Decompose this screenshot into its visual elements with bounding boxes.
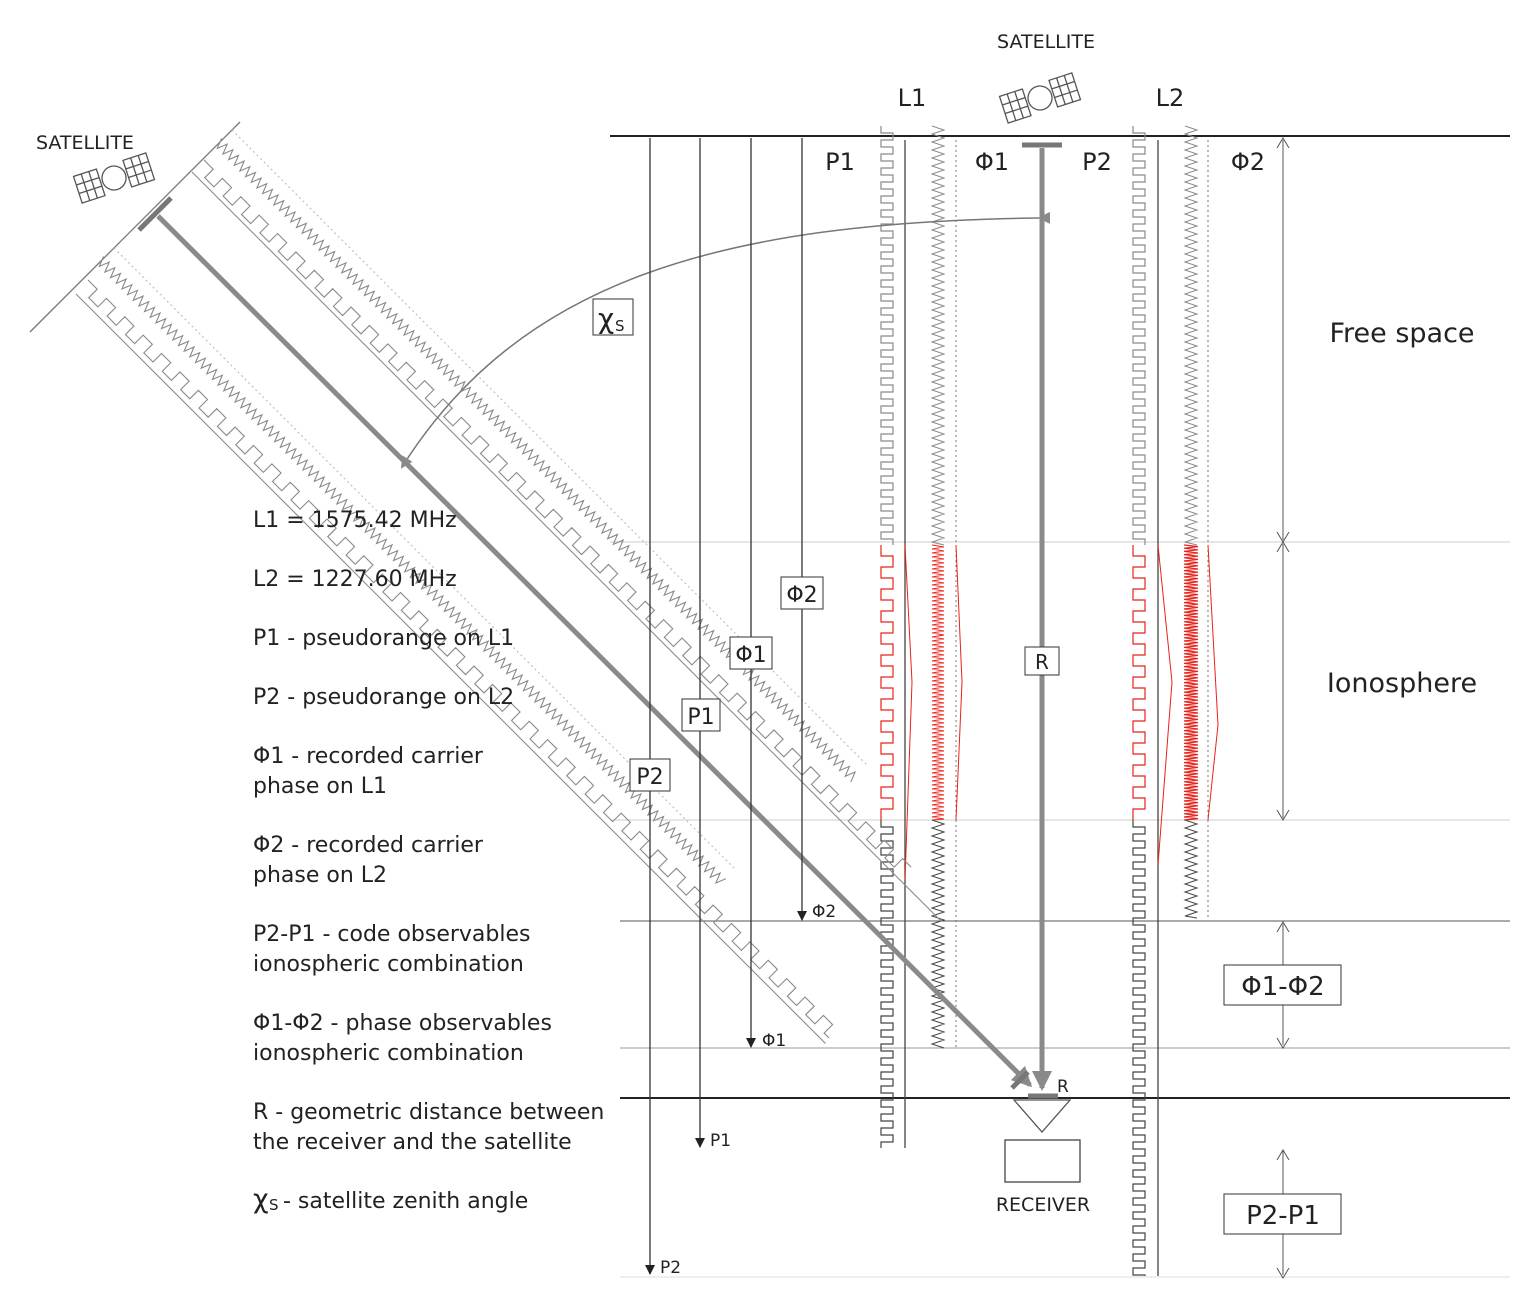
legend-p1: P1 - pseudorange on L1 [253, 626, 514, 651]
p2-box [629, 758, 671, 792]
phi1-column-label: Φ1 [975, 148, 1009, 176]
vertical-r-box-label: R [1035, 650, 1049, 674]
legend-p2: P2 - pseudorange on L2 [253, 685, 514, 710]
legend-phi2-line1: Φ2 - recorded carrier [253, 833, 484, 858]
receiver-box [1004, 1139, 1081, 1183]
p2-box-label: P2 [636, 765, 663, 790]
p2-endpoint-label: P2 [660, 1258, 681, 1278]
p1-box-label: P1 [687, 705, 714, 730]
legend-r-line2: the receiver and the satellite [253, 1130, 572, 1155]
top-satellite-label: SATELLITE [997, 31, 1095, 53]
left-satellite-label: SATELLITE [36, 132, 134, 154]
r-endpoint-label: R [1057, 1077, 1069, 1097]
legend-phi1-line2: phase on L1 [253, 774, 387, 799]
phi1-endpoint-label: Φ1 [762, 1031, 786, 1051]
phi2-endpoint-label: Φ2 [812, 902, 836, 922]
satellite-icon [998, 72, 1082, 124]
legend-code-line1: P2-P1 - code observables [253, 922, 530, 947]
p1-endpoint-label: P1 [710, 1131, 731, 1151]
phi2-box [780, 576, 824, 610]
chi-box [592, 298, 634, 336]
vertical-r-box [1024, 646, 1060, 676]
phi2-box-label: Φ2 [786, 583, 817, 608]
code-combo-box [1223, 1193, 1342, 1235]
legend-code-line2: ionospheric combination [253, 952, 524, 977]
phi2-column-label: Φ2 [1231, 148, 1265, 176]
left-satellite-icon [72, 152, 156, 204]
free-space-label: Free space [1329, 318, 1474, 349]
legend-l1: L1 = 1575.42 MHz [253, 508, 457, 533]
legend-chi-subscript: S [269, 1196, 279, 1214]
legend-phi2-line2: phase on L2 [253, 863, 387, 888]
slant-satellite-plane [29, 121, 241, 333]
vertical-signal-columns [880, 125, 1219, 1276]
phi1-box-label: Φ1 [735, 643, 766, 668]
legend-phase-line2: ionospheric combination [253, 1041, 524, 1066]
l2-column-label: L2 [1156, 84, 1185, 112]
p1-box [681, 698, 721, 732]
receiver-label: RECEIVER [996, 1194, 1090, 1216]
chi-box-subscript: S [615, 317, 625, 335]
legend-phi1-line1: Φ1 - recorded carrier [253, 744, 484, 769]
phase-combo-box [1223, 964, 1342, 1006]
chi-box-symbol: χ [598, 302, 614, 335]
l1-column-label: L1 [898, 84, 927, 112]
slant-r-ray [156, 214, 1033, 1088]
phi1-box [729, 636, 773, 670]
legend-chi-text: - satellite zenith angle [283, 1189, 528, 1214]
code-combo-label: P2-P1 [1246, 1201, 1320, 1231]
legend-phase-line1: Φ1-Φ2 - phase observables [253, 1011, 552, 1036]
legend-l2: L2 = 1227.60 MHz [253, 567, 457, 592]
legend: L1 = 1575.42 MHz L2 = 1227.60 MHz P1 - p… [253, 508, 604, 1215]
legend-r-line1: R - geometric distance between [253, 1100, 604, 1125]
p2-column-label: P2 [1082, 148, 1112, 176]
ionosphere-label: Ionosphere [1327, 668, 1477, 699]
receiver-antenna [1012, 1099, 1072, 1133]
zenith-angle-arc [400, 211, 1051, 469]
phase-combo-label: Φ1-Φ2 [1241, 972, 1324, 1002]
legend-chi-symbol: χ [253, 1184, 269, 1215]
p1-column-label: P1 [825, 148, 855, 176]
